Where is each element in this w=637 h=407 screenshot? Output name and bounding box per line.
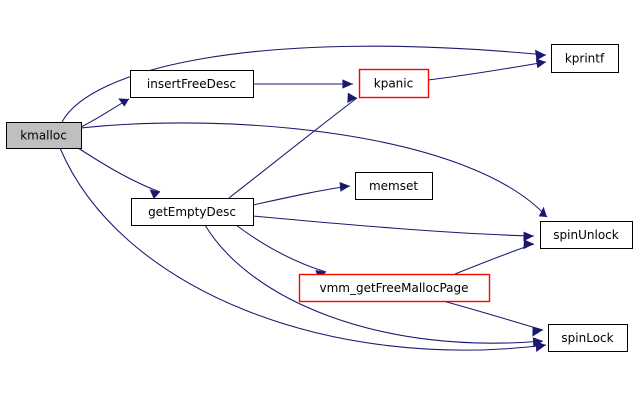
edge-vmm_getFreeMallocPage-to-spinLock <box>442 300 544 337</box>
arrowhead-icon <box>342 79 353 89</box>
edge-line <box>61 45 547 123</box>
edge-line <box>427 61 547 81</box>
edge-getEmptyDesc-to-vmm_getFreeMallocPage <box>235 224 327 280</box>
arrowhead-icon <box>523 239 534 250</box>
graph-node-memset[interactable]: memset <box>355 172 433 200</box>
arrowhead-icon <box>118 98 129 107</box>
node-box[interactable] <box>548 324 628 352</box>
edge-vmm_getFreeMallocPage-to-spinUnlock <box>454 239 535 275</box>
edge-line <box>252 215 535 237</box>
edge-getEmptyDesc-to-memset <box>252 182 351 206</box>
arrowhead-icon <box>339 182 350 192</box>
node-box[interactable] <box>6 122 82 149</box>
edge-kmalloc-to-insertFreeDesc <box>80 98 130 128</box>
graph-node-spinLock[interactable]: spinLock <box>548 324 628 352</box>
graph-node-vmm_getFreeMallocPage[interactable]: vmm_getFreeMallocPage <box>298 273 491 303</box>
node-box[interactable] <box>358 68 430 99</box>
graph-node-insertFreeDesc[interactable]: insertFreeDesc <box>130 70 254 98</box>
edge-line <box>252 185 351 206</box>
arrowhead-icon <box>347 92 357 103</box>
edge-getEmptyDesc-to-spinLock <box>204 224 544 348</box>
arrowhead-icon <box>538 206 547 217</box>
edge-line <box>228 97 358 199</box>
graph-node-kmalloc[interactable]: kmalloc <box>6 122 82 149</box>
arrowhead-icon <box>532 326 543 337</box>
edge-line <box>59 147 547 351</box>
graph-node-kpanic[interactable]: kpanic <box>358 68 430 99</box>
arrowhead-icon <box>532 337 543 348</box>
edge-insertFreeDesc-to-kpanic <box>253 79 353 89</box>
graph-node-getEmptyDesc[interactable]: getEmptyDesc <box>131 198 254 226</box>
graph-node-spinUnlock[interactable]: spinUnlock <box>540 221 633 249</box>
edge-kmalloc-to-getEmptyDesc <box>77 147 161 199</box>
arrowhead-icon <box>149 189 160 199</box>
edge-getEmptyDesc-to-spinUnlock <box>252 215 535 242</box>
node-box[interactable] <box>298 273 491 303</box>
edge-kmalloc-to-spinLock <box>59 147 547 352</box>
arrowhead-icon <box>535 49 546 61</box>
edge-line <box>442 300 544 331</box>
node-box[interactable] <box>130 70 254 98</box>
edge-getEmptyDesc-to-kpanic <box>228 92 358 199</box>
node-box[interactable] <box>131 198 254 226</box>
edge-line <box>80 122 548 218</box>
node-box[interactable] <box>540 221 633 249</box>
graph-node-kprintf[interactable]: kprintf <box>551 44 619 73</box>
node-box[interactable] <box>551 44 619 73</box>
edge-kmalloc-to-spinUnlock <box>80 122 548 218</box>
node-box[interactable] <box>355 172 433 200</box>
arrowhead-icon <box>523 231 534 242</box>
edge-line <box>454 243 535 275</box>
edge-kmalloc-to-kprintf <box>61 45 547 123</box>
edge-kpanic-to-kprintf <box>427 58 547 81</box>
edge-line <box>235 224 327 273</box>
arrowhead-icon <box>535 58 546 69</box>
edge-layer <box>59 45 548 352</box>
edge-line <box>204 224 544 344</box>
node-layer: kmalloc insertFreeDesc kpanic kprintf getEmp… <box>6 44 633 352</box>
edge-line <box>80 98 130 128</box>
edge-line <box>77 147 161 193</box>
